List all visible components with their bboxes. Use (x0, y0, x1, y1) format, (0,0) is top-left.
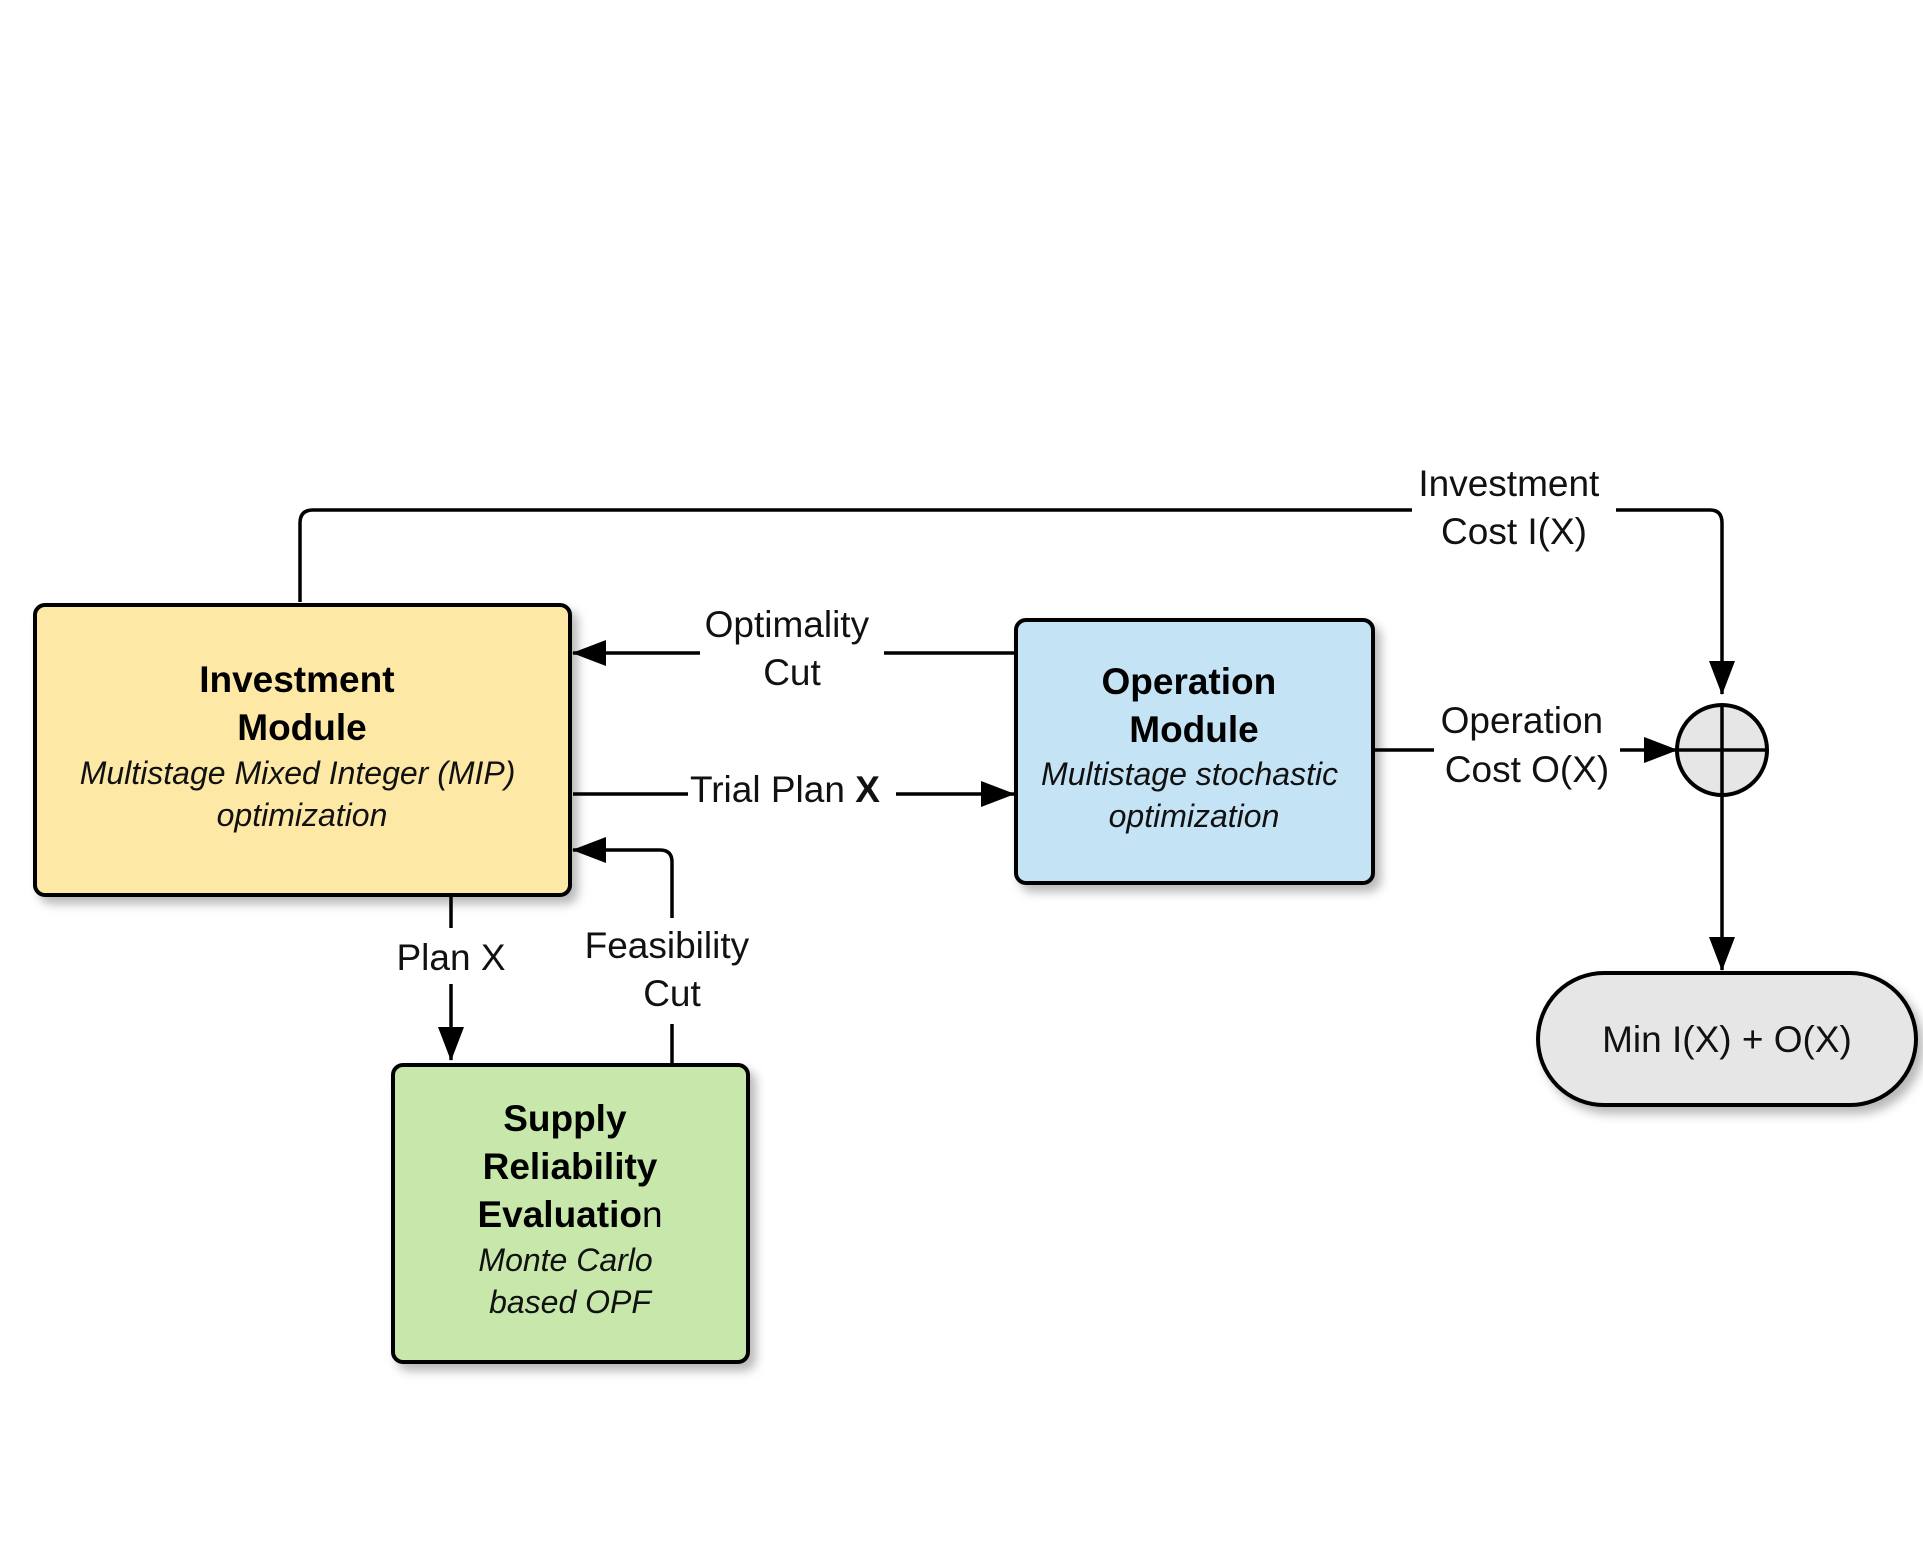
operation-module-subtitle-line2: optimization (1109, 798, 1280, 834)
investment-cost-label: Investment Cost I(X) (1418, 463, 1609, 552)
feasibility-cut-connector (572, 837, 674, 1063)
supply-reliability-title-line3-bold: Evaluatio (477, 1194, 642, 1235)
operation-cost-label-line1: Operation (1441, 700, 1604, 741)
feasibility-cut-label: Feasibility Cut (585, 925, 760, 1014)
supply-reliability-box (391, 1063, 750, 1364)
trial-plan-label-bold: X (855, 769, 880, 810)
investment-module-subtitle-line1: Multistage Mixed Integer (MIP) (80, 755, 516, 791)
investment-module-title-line1: Investment (199, 659, 394, 700)
supply-reliability-subtitle: Monte Carlo based OPF (478, 1242, 661, 1320)
investment-cost-label-bg (1412, 458, 1616, 570)
investment-module-box (33, 603, 572, 897)
feasibility-cut-label-line1: Feasibility (585, 925, 750, 966)
operation-module-subtitle: Multistage stochastic optimization (1041, 756, 1347, 834)
operation-module-title-line1: Operation (1101, 661, 1276, 702)
result-node: Min I(X) + O(X) (1536, 971, 1918, 1107)
plan-x-label: Plan X (396, 937, 505, 978)
supply-reliability-title-line3: Evaluation (477, 1194, 662, 1235)
operation-module-title-line2: Module (1129, 709, 1258, 750)
operation-cost-label: Operation Cost O(X) (1441, 700, 1614, 790)
investment-module-title-line2: Module (237, 707, 366, 748)
summation-node (1675, 703, 1769, 797)
optimality-cut-label-line1: Optimality (705, 604, 870, 645)
operation-module-node: Operation Module Multistage stochastic o… (1014, 618, 1375, 885)
plan-x-label-bg (388, 928, 514, 984)
supply-reliability-title-line1: Supply (503, 1098, 627, 1139)
supply-reliability-subtitle-line1: Monte Carlo (478, 1242, 652, 1278)
investment-module-title: Investment Module (199, 659, 405, 748)
supply-reliability-node: Supply Reliability Evaluation Monte Carl… (391, 1063, 750, 1364)
operation-cost-label-line2: Cost O(X) (1445, 749, 1609, 790)
investment-cost-label-line1: Investment (1418, 463, 1600, 504)
investment-module-node: Investment Module Multistage Mixed Integ… (33, 603, 572, 897)
operation-module-box (1014, 618, 1375, 885)
supply-reliability-subtitle-line2: based OPF (489, 1284, 653, 1320)
result-terminator (1536, 971, 1918, 1107)
trial-plan-label-text: Trial Plan (690, 769, 855, 810)
investment-cost-connector (298, 508, 1735, 695)
supply-reliability-title: Supply Reliability (483, 1098, 658, 1187)
optimality-cut-label-line2: Cut (763, 652, 821, 693)
operation-cost-label-bg (1434, 696, 1620, 804)
optimality-cut-label-bg (700, 600, 884, 706)
trial-plan-label-bg (688, 760, 896, 820)
supply-reliability-title-line3-rest: n (642, 1194, 663, 1235)
operation-module-title: Operation Module (1101, 661, 1286, 750)
optimality-cut-label: Optimality Cut (705, 604, 880, 693)
operation-module-subtitle-line1: Multistage stochastic (1041, 756, 1338, 792)
investment-module-subtitle-line2: optimization (217, 797, 388, 833)
trial-plan-label: Trial Plan X (690, 769, 880, 810)
supply-reliability-title-line2: Reliability (483, 1146, 658, 1187)
result-label: Min I(X) + O(X) (1602, 1019, 1852, 1060)
feasibility-cut-label-bg (578, 918, 768, 1024)
feasibility-cut-label-line2: Cut (643, 973, 701, 1014)
investment-module-subtitle: Multistage Mixed Integer (MIP) optimizat… (80, 755, 525, 833)
investment-cost-label-line2: Cost I(X) (1441, 511, 1587, 552)
